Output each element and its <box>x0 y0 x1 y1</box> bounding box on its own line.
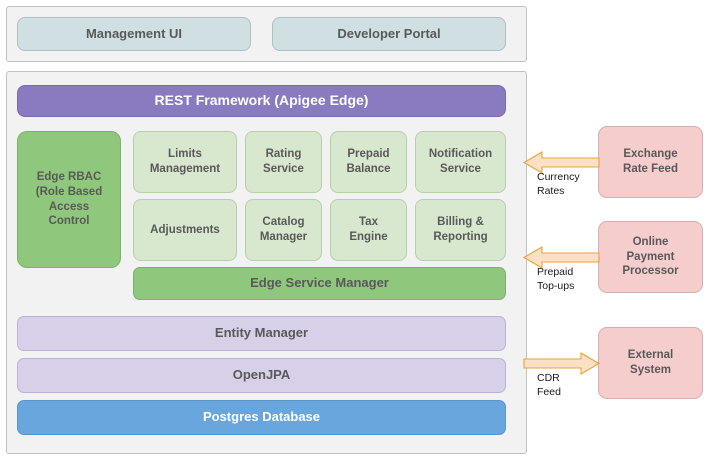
service-box-rating-service[interactable]: Rating Service <box>245 131 322 193</box>
edge-rbac-box[interactable]: Edge RBAC (Role Based Access Control <box>17 131 121 268</box>
service-box-tax-engine[interactable]: Tax Engine <box>330 199 407 261</box>
flow-label-prepaid-topups: Prepaid Top-ups <box>537 266 575 292</box>
client-box-management-ui[interactable]: Management UI <box>17 17 251 51</box>
arrow-right-icon-cdr-feed <box>523 352 601 375</box>
openjpa-box[interactable]: OpenJPA <box>17 358 506 393</box>
client-box-developer-portal[interactable]: Developer Portal <box>272 17 506 51</box>
service-box-adjustments[interactable]: Adjustments <box>133 199 237 261</box>
flow-label-cdr-feed: CDR Feed <box>537 372 561 398</box>
service-box-billing-and-reporting[interactable]: Billing & Reporting <box>415 199 506 261</box>
external-box-exchange-rate-feed[interactable]: Exchange Rate Feed <box>598 126 703 198</box>
edge-service-manager-box[interactable]: Edge Service Manager <box>133 267 506 300</box>
external-box-online-payment-processor[interactable]: Online Payment Processor <box>598 221 703 293</box>
flow-label-currency-rates: Currency Rates <box>537 171 580 197</box>
service-box-limits-management[interactable]: Limits Management <box>133 131 237 193</box>
service-box-prepaid-balance[interactable]: Prepaid Balance <box>330 131 407 193</box>
external-box-external-system[interactable]: External System <box>598 327 703 399</box>
service-box-catalog-manager[interactable]: Catalog Manager <box>245 199 322 261</box>
service-box-notification-service[interactable]: Notification Service <box>415 131 506 193</box>
arrow-left-icon-prepaid-topups <box>522 246 600 269</box>
entity-manager-box[interactable]: Entity Manager <box>17 316 506 351</box>
arrow-left-icon-currency-rates <box>522 151 600 174</box>
postgres-database-box[interactable]: Postgres Database <box>17 400 506 435</box>
rest-framework-banner[interactable]: REST Framework (Apigee Edge) <box>17 85 506 117</box>
